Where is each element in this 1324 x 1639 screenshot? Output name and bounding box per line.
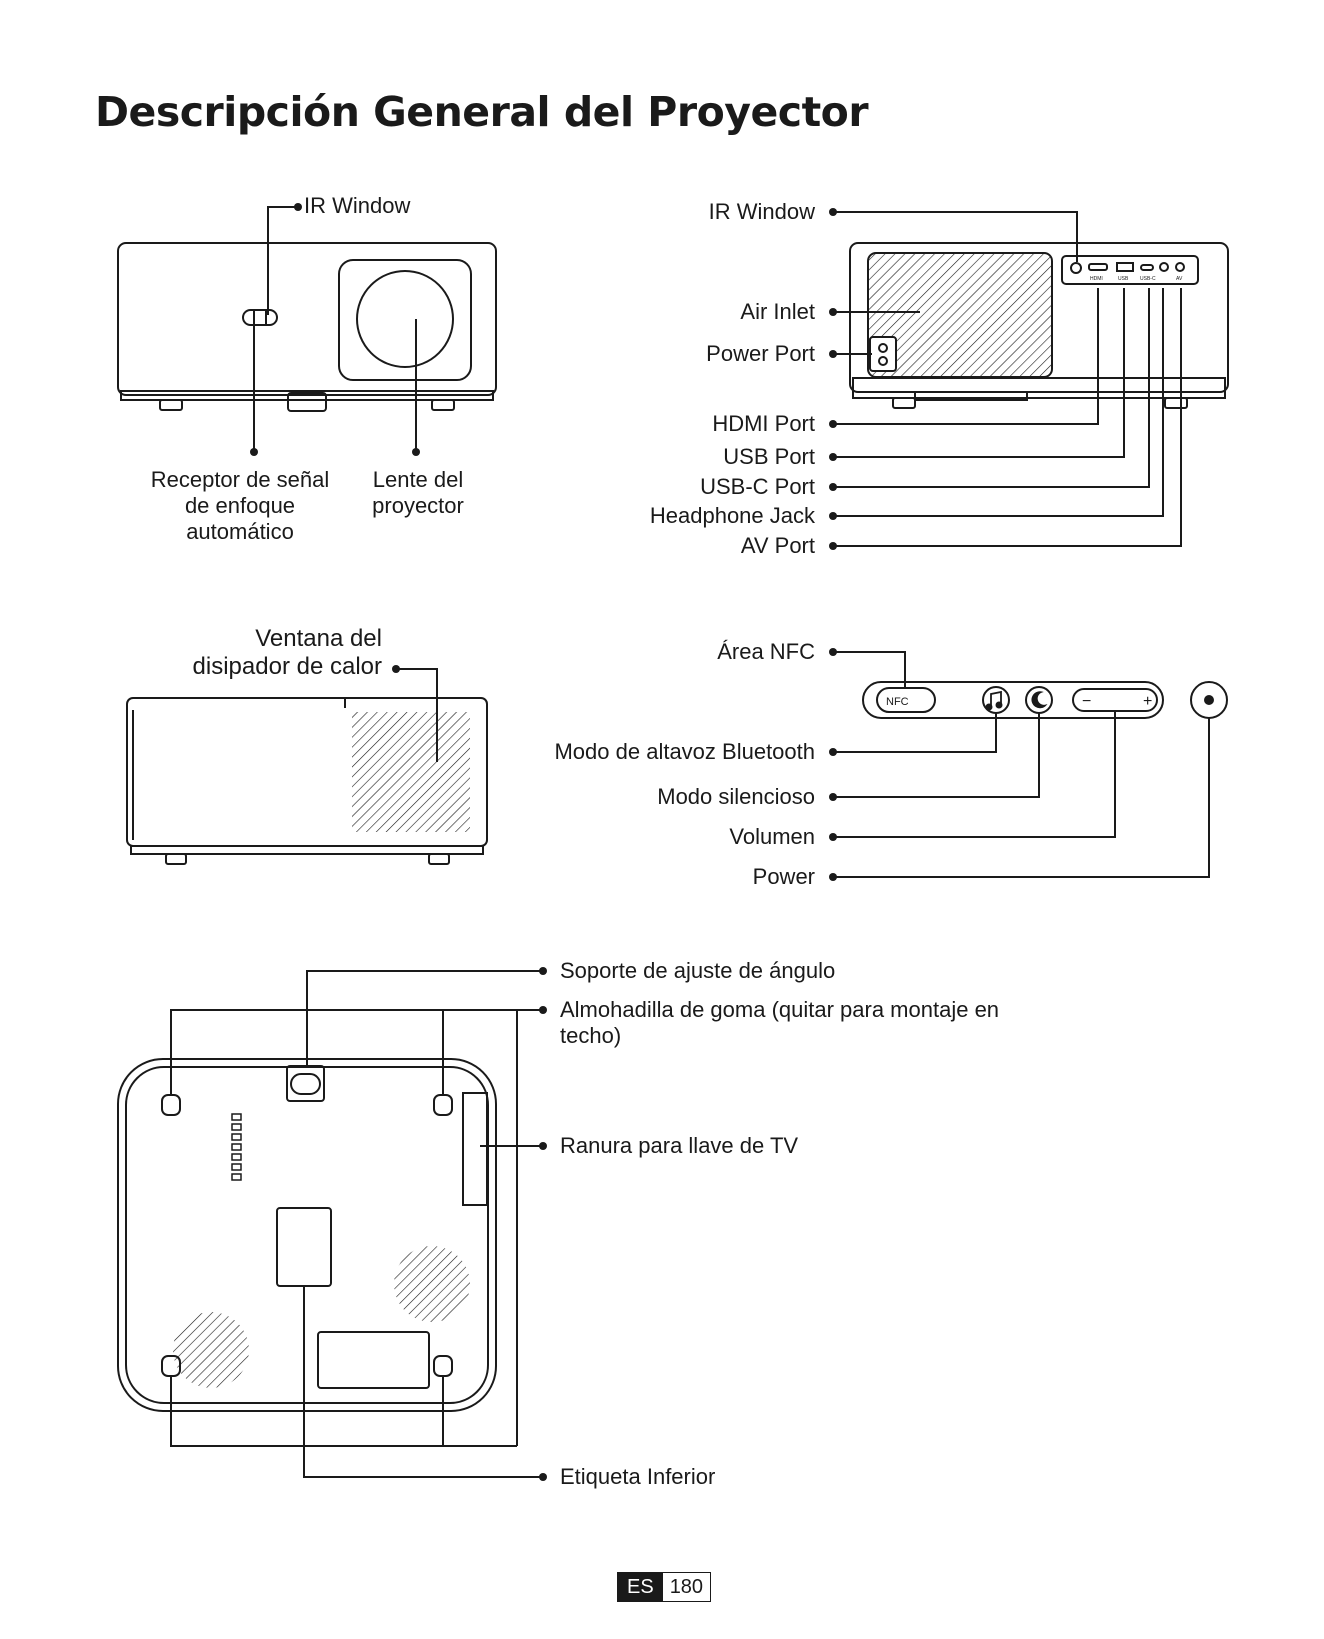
label-bottom-label: Etiqueta Inferior <box>560 1464 716 1489</box>
language-code: ES <box>618 1573 663 1601</box>
speaker-grille <box>394 1246 470 1322</box>
lens-housing <box>338 259 472 381</box>
page-title: Descripción General del Proyector <box>95 88 869 136</box>
speaker-grille <box>173 1312 249 1388</box>
label-angle-support: Soporte de ajuste de ángulo <box>560 958 836 983</box>
usb-port-icon <box>1116 262 1134 272</box>
page-footer: ES 180 <box>617 1572 712 1602</box>
av-port-icon <box>1175 262 1185 272</box>
label-silent-mode: Modo silencioso <box>657 784 815 809</box>
label-focus-receiver: Receptor de señal de enfoque automático <box>150 467 330 544</box>
port-mark-av: AV <box>1176 276 1183 282</box>
label-nfc-area: Área NFC <box>717 639 815 664</box>
port-panel <box>1061 255 1199 285</box>
bottom-view-projector <box>117 1058 497 1412</box>
label-tv-key-slot: Ranura para llave de TV <box>560 1133 799 1158</box>
port-mark-hdmi: HDMI <box>1090 276 1103 282</box>
hdmi-port-icon <box>1088 263 1108 271</box>
label-volume: Volumen <box>729 824 815 849</box>
lens-icon <box>356 270 454 368</box>
label-air-inlet: Air Inlet <box>740 299 815 324</box>
label-lens: Lente del proyector <box>372 467 464 518</box>
port-mark-usb: USB <box>1118 276 1129 282</box>
label-headphone-jack: Headphone Jack <box>649 503 815 528</box>
label-rear-ir-window: IR Window <box>708 199 815 224</box>
label-hdmi-port: HDMI Port <box>712 411 815 436</box>
rubber-pad-icon <box>433 1355 453 1377</box>
nfc-badge-text: NFC <box>886 696 909 708</box>
label-usbc-port: USB-C Port <box>700 474 815 499</box>
rubber-pad-icon <box>161 1094 181 1116</box>
heat-sink-grille <box>352 712 470 832</box>
side-view-projector <box>126 697 488 865</box>
label-rubber-pad: Almohadilla de goma (quitar para montaje… <box>560 997 1000 1048</box>
label-bluetooth-mode: Modo de altavoz Bluetooth <box>554 739 815 764</box>
headphone-jack-icon <box>1159 262 1169 272</box>
silent-moon-icon <box>1025 686 1053 714</box>
usbc-port-icon <box>1140 264 1154 271</box>
rubber-pad-icon <box>433 1094 453 1116</box>
air-inlet-grille <box>867 252 1053 378</box>
control-panel <box>862 681 1228 719</box>
label-av-port: AV Port <box>740 533 815 558</box>
rear-view-projector <box>849 242 1229 409</box>
label-power-port: Power Port <box>706 341 815 366</box>
focus-sensor <box>242 309 278 326</box>
ir-window-rear-icon <box>1070 262 1082 274</box>
angle-support-icon <box>286 1065 325 1102</box>
label-heat-sink: Ventana del disipador de calor <box>192 625 382 680</box>
label-usb-port: USB Port <box>723 444 815 469</box>
volume-plus-text: + <box>1143 693 1152 710</box>
page-number: 180 <box>669 1576 704 1598</box>
volume-minus-text: − <box>1082 693 1091 710</box>
label-power: Power <box>752 864 815 889</box>
front-view-projector <box>117 242 497 412</box>
bottom-label-area <box>276 1207 332 1287</box>
tv-key-slot-icon <box>462 1092 488 1206</box>
label-front-ir-window: IR Window <box>304 193 411 218</box>
port-mark-usbc: USB-C <box>1140 276 1156 282</box>
